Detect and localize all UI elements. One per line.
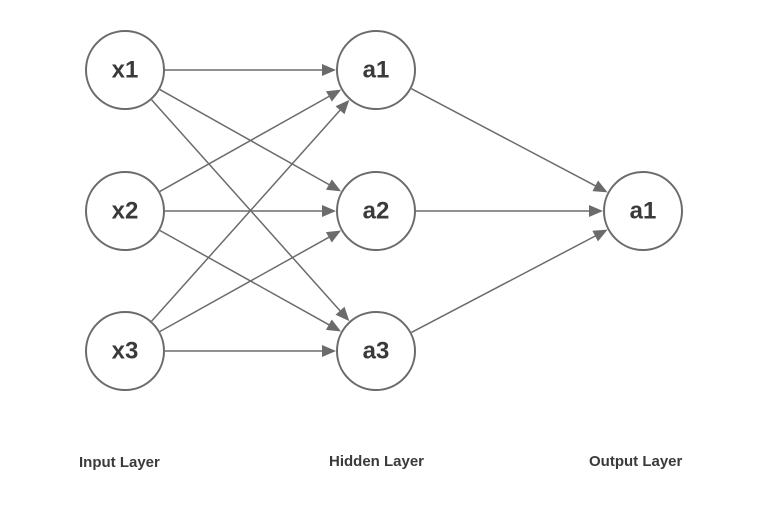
output-layer-label: Output Layer [589, 453, 683, 470]
node-h1: a1 [336, 30, 416, 110]
arrowhead-icon [325, 319, 342, 332]
arrowhead-icon [322, 205, 336, 217]
edge-line [159, 94, 332, 193]
arrowhead-icon [592, 180, 608, 193]
arrowhead-icon [589, 205, 603, 217]
node-h2-label: a2 [363, 198, 390, 225]
edge-line [159, 235, 331, 333]
edge-x2-h1 [159, 89, 342, 193]
edge-x1-h2 [159, 88, 342, 192]
node-x1-label: x1 [112, 57, 139, 84]
node-x2-label: x2 [112, 198, 139, 225]
edge-x1-h3 [151, 99, 350, 322]
connections [151, 64, 608, 357]
node-x3-label: x3 [112, 338, 139, 365]
node-h3-label: a3 [363, 338, 390, 365]
edge-x3-h1 [151, 99, 350, 322]
edge-x1-h1 [165, 64, 336, 76]
edge-h2-o1 [416, 205, 603, 217]
edge-line [151, 99, 342, 313]
edge-line [159, 88, 332, 187]
input-layer-label: Input Layer [79, 454, 160, 471]
edge-h1-o1 [411, 88, 608, 193]
arrowhead-icon [322, 64, 336, 76]
edge-line [159, 229, 331, 327]
arrowhead-icon [322, 345, 336, 357]
edge-x2-h3 [159, 229, 342, 332]
edge-x3-h3 [165, 345, 336, 357]
node-x3: x3 [85, 311, 165, 391]
node-x2: x2 [85, 171, 165, 251]
node-o1-label: a1 [630, 198, 657, 225]
edge-h3-o1 [411, 229, 608, 334]
edge-line [151, 108, 342, 322]
edge-line [411, 234, 598, 334]
arrowhead-icon [325, 230, 342, 243]
arrowhead-icon [325, 179, 342, 192]
edge-x3-h2 [159, 230, 342, 333]
arrowhead-icon [335, 306, 350, 322]
node-h1-label: a1 [363, 57, 390, 84]
edge-x2-h2 [165, 205, 336, 217]
arrowhead-icon [592, 229, 608, 242]
node-h3: a3 [336, 311, 416, 391]
node-h2: a2 [336, 171, 416, 251]
nodes: x1 x2 x3 a1 a2 a3 a1 [85, 30, 683, 391]
arrowhead-icon [335, 99, 350, 115]
node-x1: x1 [85, 30, 165, 110]
hidden-layer-label: Hidden Layer [329, 453, 425, 470]
node-o1: a1 [603, 171, 683, 251]
arrowhead-icon [325, 89, 342, 102]
edge-line [411, 88, 598, 188]
